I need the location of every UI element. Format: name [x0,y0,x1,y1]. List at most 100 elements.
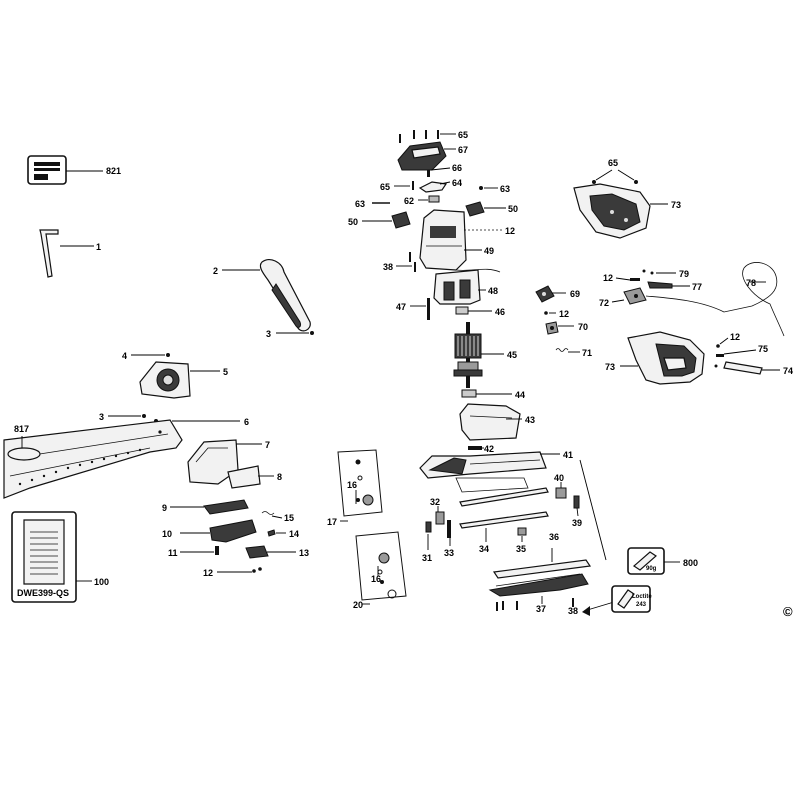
label-12a: 12 [203,568,213,578]
label-32: 32 [430,497,440,507]
label-73a: 73 [671,200,681,210]
label-100: 100 [94,577,109,587]
part-72-switch: 72 [599,287,647,308]
part-10-switch-housing: 10 [162,519,257,543]
part-33-spacer: 33 [444,520,454,558]
part-34-plunger: 34 [459,487,549,554]
part-2-handle: 2 [213,259,311,332]
label-45: 45 [507,350,517,360]
label-3a: 3 [266,329,271,339]
part-31-washer: 31 [422,521,432,563]
label-model: DWE399-QS [17,588,69,598]
part-43-gear-housing: 43 [459,403,535,441]
label-67: 67 [458,145,468,155]
label-73b: 73 [605,362,615,372]
part-71-spring: 71 [555,348,592,358]
part-75-pin: 75 [714,344,768,368]
label-78: 78 [746,278,756,288]
label-50a: 50 [348,217,358,227]
label-63b: 63 [500,184,510,194]
label-65b: 65 [380,182,390,192]
part-7-cover: 7 [187,439,270,485]
label-74: 74 [783,366,793,376]
loctite-number: 243 [636,602,647,608]
part-65-screws-right: 65 [592,158,638,184]
label-5: 5 [223,367,228,377]
part-50-brush-right: 50 [465,201,518,217]
label-17: 17 [327,517,337,527]
copyright-symbol: © [783,604,793,619]
part-39-clip: 39 [572,495,582,528]
label-12b: 12 [505,226,515,236]
part-800-grease: 90g 800 [627,547,698,575]
part-42-pin: 42 [468,444,494,454]
label-33: 33 [444,548,454,558]
part-65-screws-top: 65 [399,130,468,143]
label-14: 14 [289,529,299,539]
loctite-box: Loctite 243 [611,585,652,613]
label-50b: 50 [508,204,518,214]
part-12-screws-left: 12 [203,567,262,578]
part-73-housing-bottom: 73 [605,331,705,385]
label-821: 821 [106,166,121,176]
part-3-screw-a: 3 [266,329,314,339]
label-77: 77 [692,282,702,292]
part-13-trigger: 13 [245,545,309,559]
label-75: 75 [758,344,768,354]
grease-weight: 90g [646,566,657,572]
part-14-clip: 14 [267,529,299,539]
part-3-screw-b: 3 [99,412,158,423]
part-35-bush: 35 [516,527,527,554]
part-38-screws-center: 38 [383,252,416,272]
label-12d: 12 [559,309,569,319]
label-64: 64 [452,178,462,188]
label-12e: 12 [730,332,740,342]
label-47: 47 [396,302,406,312]
part-73-housing-top: 73 [573,183,681,239]
part-40-block: 40 [554,473,567,499]
label-3b: 3 [99,412,104,422]
part-47-screw: 47 [396,298,430,320]
part-1-hex-key: 1 [39,229,101,278]
part-36-shoe-plate: 36 [492,532,592,579]
part-6-housing-rail: 6 [3,417,249,499]
label-41: 41 [563,450,573,460]
label-800: 800 [683,558,698,568]
label-13: 13 [299,548,309,558]
part-78-cord: 78 [645,262,785,337]
label-11: 11 [168,548,178,558]
label-48: 48 [488,286,498,296]
part-70-bush: 70 [545,321,588,335]
part-38-screws-bottom: 38 [496,598,615,616]
label-62: 62 [404,196,414,206]
label-42: 42 [484,444,494,454]
label-12c: 12 [603,273,613,283]
label-7: 7 [265,440,270,450]
label-72: 72 [599,298,609,308]
part-5-fan-housing: 5 [139,361,228,399]
part-20-clamp-set: 16 20 [353,531,407,610]
label-70: 70 [578,322,588,332]
label-34: 34 [479,544,489,554]
label-79: 79 [679,269,689,279]
part-62-bushing: 62 [404,195,440,206]
label-37: 37 [536,604,546,614]
label-66: 66 [452,163,462,173]
part-41-gear-case: 41 [419,450,573,493]
label-1: 1 [96,242,101,252]
part-817-label: 817 [7,424,41,461]
part-37-base-plate: 37 [488,573,589,614]
part-12-screw-mid: 12 [544,309,569,319]
part-79-pin: 79 [642,269,689,279]
label-69: 69 [570,289,580,299]
part-48-field-coil: 48 [433,269,498,305]
label-16b: 16 [371,574,381,584]
label-43: 43 [525,415,535,425]
part-65-screw-b: 65 [380,181,414,192]
part-15-spring: 15 [261,511,294,523]
label-38a: 38 [383,262,393,272]
label-35: 35 [516,544,526,554]
label-63a: 63 [355,199,365,209]
part-66-screw: 66 [427,163,462,177]
